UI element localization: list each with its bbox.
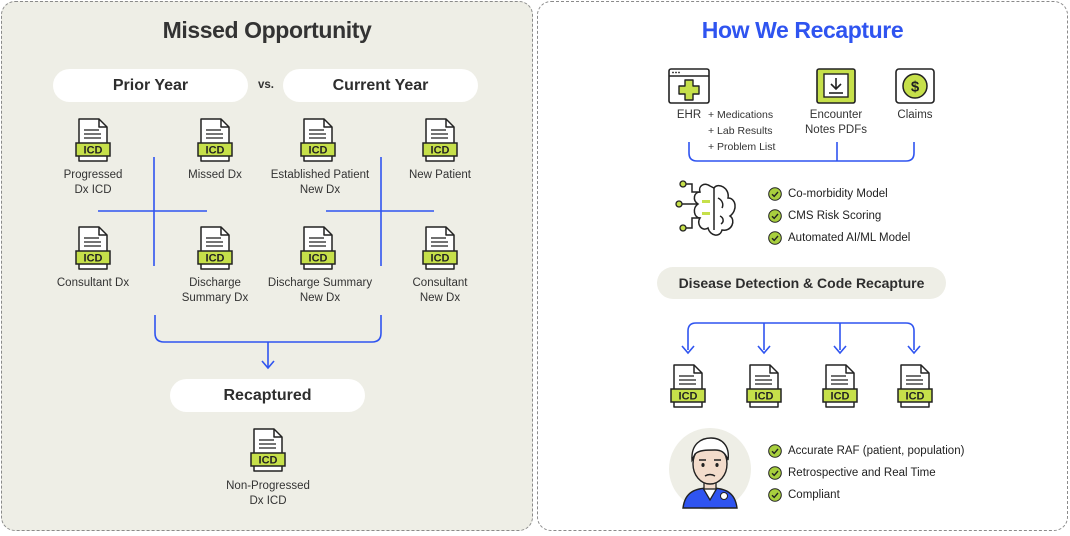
outcome-item: Accurate RAF (patient, population) [768,444,964,458]
discharge-summary-new-dx-label: Discharge Summary New Dx [267,277,373,304]
check-icon [768,444,782,458]
ehr-label: EHR [676,109,702,121]
document-icd-icon [822,364,858,408]
merge-arrowhead [261,360,275,370]
check-icon [768,209,782,223]
missed-opportunity-title: Missed Opportunity [162,17,372,43]
missed-dx-label: Missed Dx [188,169,242,181]
consultant-new-dx-label: Consultant New Dx [412,277,468,304]
outcome-item: Compliant [768,488,840,502]
outcome-item-label: Accurate RAF (patient, population) [788,445,965,457]
person-avatar-icon [669,428,751,510]
outputs-bracket [687,322,915,350]
document-icd-icon [746,364,782,408]
encounter-notes-label: Encounter Notes PDFs [805,109,867,136]
prior-year-pill: Prior Year [53,69,248,102]
sources-bracket [688,142,915,162]
vs-label: vs. [258,79,274,91]
discharge-summary-dx-label: Discharge Summary Dx [181,277,249,304]
down-arrow-icon [681,345,695,355]
progressed-dx-label: Progressed Dx ICD [63,169,123,196]
disease-detection-pill: Disease Detection & Code Recapture [657,267,946,299]
check-icon [768,466,782,480]
check-icon [768,231,782,245]
brain-circuit-icon [675,180,736,236]
recaptured-pill: Recaptured [170,379,365,412]
ehr-extra-problem-list: + Problem List [708,141,776,153]
how-we-recapture-panel [537,1,1068,531]
how-we-recapture-title: How We Recapture [701,17,904,43]
down-arrow-icon [757,345,771,355]
check-icon [768,488,782,502]
ehr-window-icon [668,68,710,104]
svg-text:$: $ [911,79,920,96]
outcome-item: Retrospective and Real Time [768,466,936,480]
ehr-extra-lab-results: + Lab Results [708,125,773,137]
document-icd-icon [670,364,706,408]
ehr-extra-medications: + Medications [708,109,774,121]
down-arrow-icon [907,345,921,355]
dollar-circle-icon: $ [895,68,935,104]
model-item-label: CMS Risk Scoring [788,210,882,222]
model-item-label: Co-morbidity Model [788,188,888,200]
non-progressed-dx-label: Non-Progressed Dx ICD [226,480,310,507]
check-icon [768,187,782,201]
claims-label: Claims [897,109,933,121]
model-item: CMS Risk Scoring [768,209,881,223]
consultant-dx-label: Consultant Dx [56,277,130,289]
model-item-label: Automated AI/ML Model [788,232,911,244]
new-patient-label: New Patient [408,169,471,181]
current-year-pill: Current Year [283,69,478,102]
outcome-item-label: Compliant [788,489,840,501]
document-icd-icon [897,364,933,408]
outcome-item-label: Retrospective and Real Time [788,467,936,479]
download-document-icon [816,68,856,104]
model-item: Automated AI/ML Model [768,231,910,245]
established-patient-label: Established Patient New Dx [270,169,370,196]
model-item: Co-morbidity Model [768,187,888,201]
down-arrow-icon [833,345,847,355]
